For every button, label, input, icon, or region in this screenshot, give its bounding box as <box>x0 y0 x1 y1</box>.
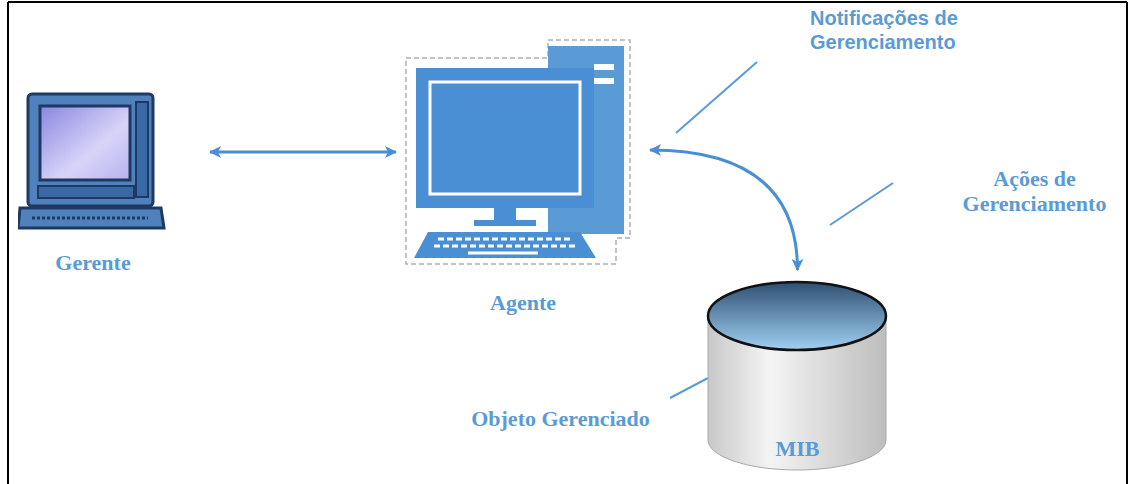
connector-arrow <box>650 150 798 270</box>
callout-label: Ações de Gerenciamento <box>942 166 1127 216</box>
leader-line <box>676 62 757 133</box>
callout-label: Objeto Gerenciado <box>468 406 653 431</box>
database-node: MIB <box>705 272 890 477</box>
node-label: MIB <box>776 436 820 461</box>
computer-node: Gerente <box>18 92 168 282</box>
leader-line <box>670 378 708 398</box>
computer-node: Agente <box>398 36 648 326</box>
node-label: Gerente <box>55 250 130 275</box>
leader-line <box>830 183 893 225</box>
connector-arrow <box>210 151 396 154</box>
computer-icon <box>398 36 648 268</box>
callout-label: Notificações de Gerenciamento <box>810 6 1030 54</box>
terminal-icon <box>18 92 168 232</box>
node-label: Agente <box>490 290 556 315</box>
